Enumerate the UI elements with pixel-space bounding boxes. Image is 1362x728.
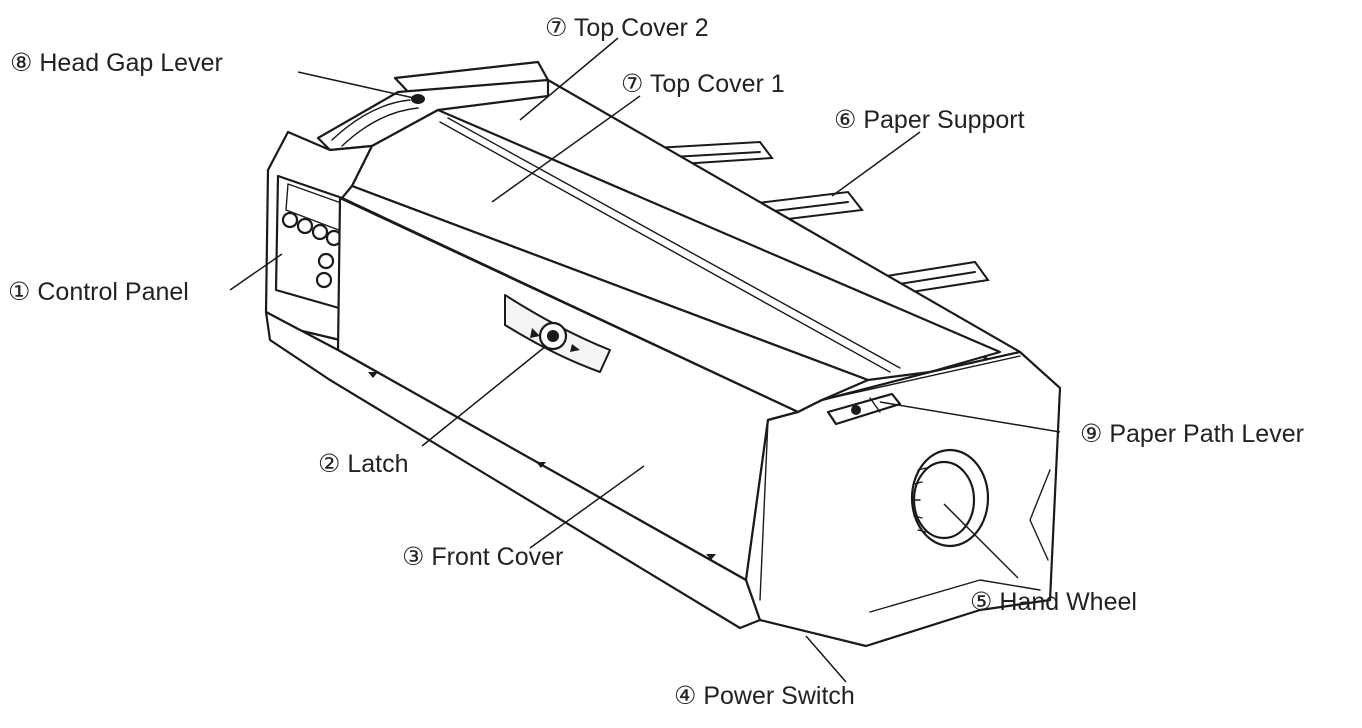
label-top-cover-2: ⑦ Top Cover 2 xyxy=(545,14,709,42)
label-latch: ② Latch xyxy=(318,450,409,478)
head-gap-lever xyxy=(316,78,550,152)
base xyxy=(264,310,762,630)
right-housing xyxy=(744,350,1062,648)
label-top-cover-1: ⑦ Top Cover 1 xyxy=(621,70,785,98)
callout-labels: ⑧ Head Gap Lever ⑦ Top Cover 2 ⑦ Top Cov… xyxy=(8,14,1304,710)
label-front-cover: ③ Front Cover xyxy=(402,543,563,571)
left-housing xyxy=(264,130,374,342)
label-paper-support: ⑥ Paper Support xyxy=(834,106,1025,134)
label-paper-path-lever: ⑨ Paper Path Lever xyxy=(1080,420,1304,448)
label-power-switch: ④ Power Switch xyxy=(674,682,855,710)
label-head-gap-lever: ⑧ Head Gap Lever xyxy=(10,49,223,77)
paper-path-lever xyxy=(826,392,902,426)
leader-lines xyxy=(229,37,1061,683)
hand-wheel xyxy=(910,448,990,548)
label-hand-wheel: ⑤ Hand Wheel xyxy=(970,588,1137,616)
label-control-panel: ① Control Panel xyxy=(8,278,189,306)
